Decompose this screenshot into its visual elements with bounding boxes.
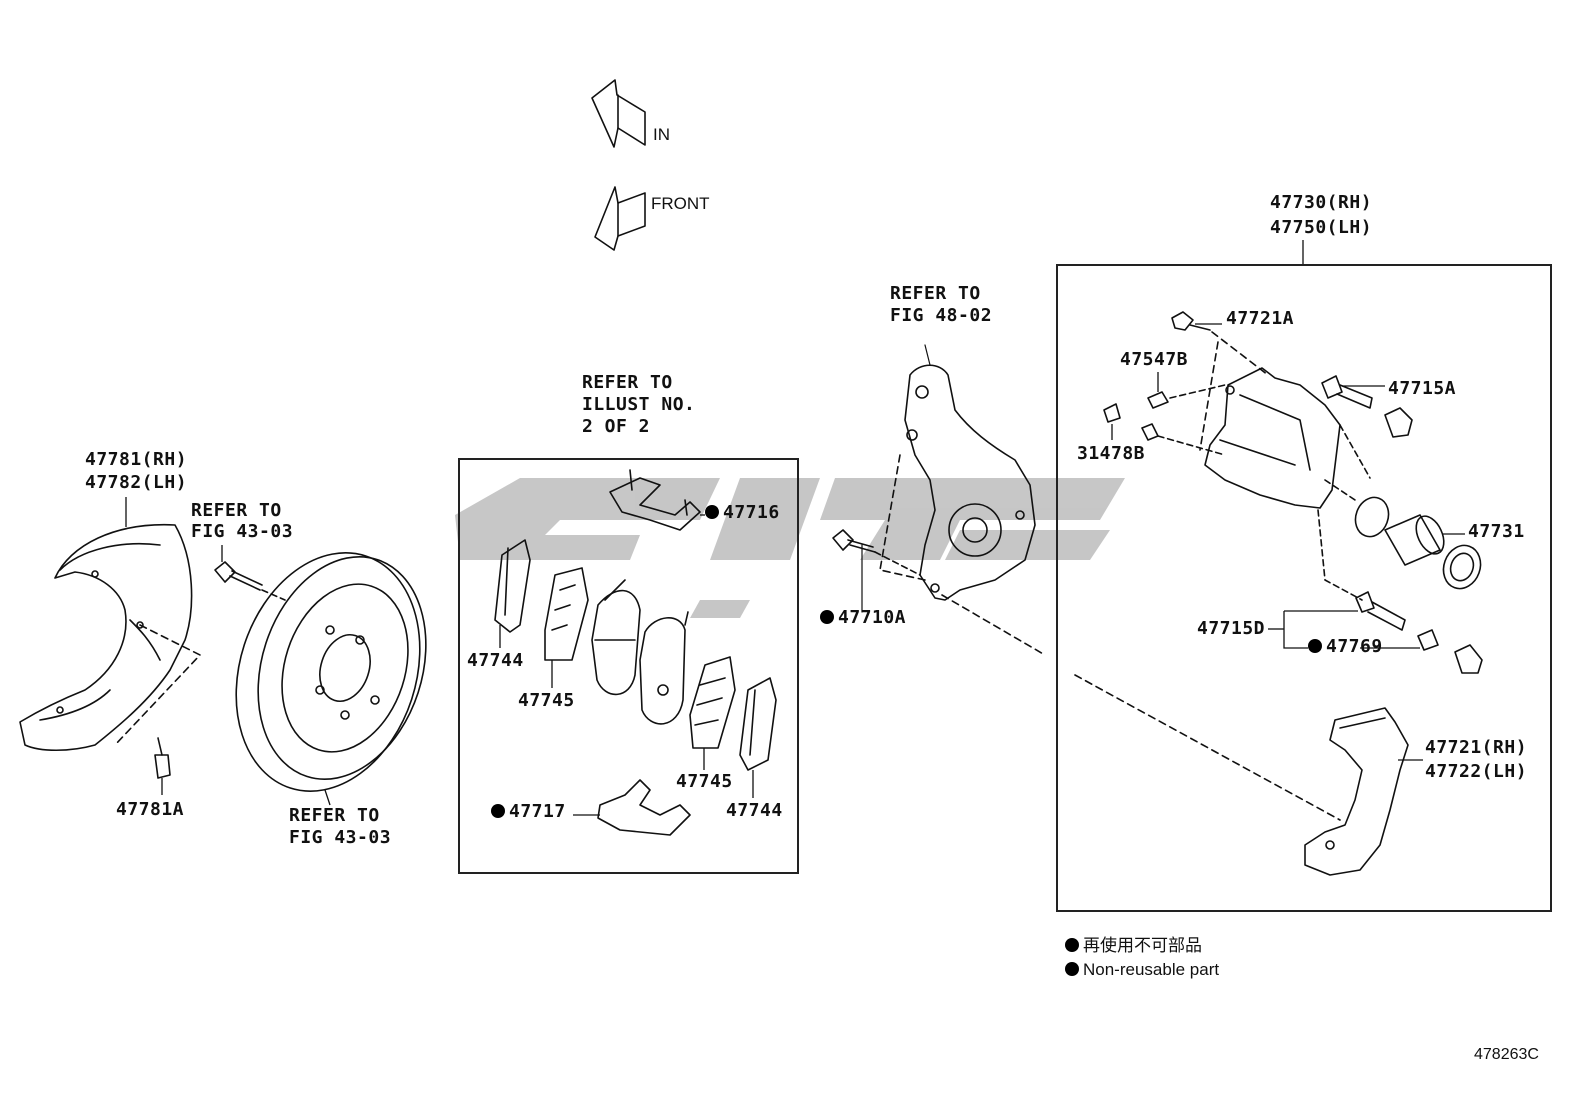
guide-pin-a-label: 47715A [1388,378,1457,399]
clip-bottom-drawing [597,779,691,836]
refer-illust-line2: ILLUST NO. [582,394,696,415]
guide-pin-a-icon [1321,375,1373,409]
figure-code: 478263C [1474,1046,1539,1063]
dust-cover-lh-label: 47782(LH) [85,472,188,493]
pin-boot-a-icon [1384,407,1413,438]
knuckle-bolt-label: 47710A [820,607,906,629]
pad-kit-frame [458,458,799,874]
mounting-rh-label: 47721(RH) [1425,737,1528,758]
refer-illust-line3: 2 OF 2 [582,416,651,437]
shim-a-right-label: 47744 [726,800,783,821]
caliper-bolt-icon [1171,311,1211,331]
caliper-bolt-label: 47721A [1226,308,1295,329]
legend-jp: 再使用不可部品 [1065,936,1202,956]
dust-cover-bolt-icon [154,737,171,779]
refer-knuckle-line2: FIG 48-02 [890,305,993,326]
brake-pad-right-drawing [639,611,689,725]
front-arrow-label: FRONT [651,194,710,213]
shim-a-left-label: 47744 [467,650,524,671]
refer-knuckle-line1: REFER TO [890,283,981,304]
dust-cover-drawing [19,523,193,751]
bushing-icon [1417,629,1439,651]
bleeder-cap-icon [1103,403,1121,423]
caliper-assembly-rh-label: 47730(RH) [1270,192,1373,213]
bleeder-plug-icon [1147,391,1169,409]
refer-illust-line1: REFER TO [582,372,673,393]
mounting-bracket-drawing [1304,707,1409,876]
refer-rotor-line2: FIG 43-03 [289,827,392,848]
rotor-bolt-icon [214,561,263,591]
dust-cover-bolt-label: 47781A [116,799,185,820]
dust-boot-icon [1442,544,1482,590]
clip-top-drawing [609,469,701,531]
shim-a-right-drawing [739,677,777,771]
caliper-assembly-lh-label: 47750(LH) [1270,217,1373,238]
caliper-body-drawing [1204,367,1341,509]
cap-label: 31478B [1077,443,1146,464]
seal-ring-icon [1354,496,1390,538]
shim-b-right-drawing [689,656,736,749]
shim-b-left-label: 47745 [518,690,575,711]
refer-bolt-line2: FIG 43-03 [191,521,294,542]
shim-b-left-drawing [544,567,589,661]
refer-rotor-line1: REFER TO [289,805,380,826]
in-arrow-label: IN [653,125,670,144]
clip-top-label: 47716 [705,502,780,524]
guide-pin-d-icon [1355,591,1406,631]
pin-boot-d-icon [1454,644,1483,674]
shim-b-right-label: 47745 [676,771,733,792]
refer-bolt-line1: REFER TO [191,500,282,521]
brake-pad-left-drawing [591,579,641,696]
mounting-lh-label: 47722(LH) [1425,761,1528,782]
clip-bottom-label: 47717 [491,801,566,823]
dust-cover-rh-label: 47781(RH) [85,449,188,470]
piston-label: 47731 [1468,521,1525,542]
brake-rotor-drawing [235,552,427,792]
front-arrow-icon [594,186,646,251]
in-arrow-icon [591,79,646,148]
boot-label: 47769 [1308,636,1383,658]
piston-drawing [1384,514,1445,566]
caliper-assembly-frame [1056,264,1552,912]
legend-en: Non-reusable part [1065,960,1219,980]
guide-pin-d-label: 47715D [1197,618,1266,639]
bleeder-label: 47547B [1120,349,1189,370]
shim-a-left-drawing [494,539,531,633]
